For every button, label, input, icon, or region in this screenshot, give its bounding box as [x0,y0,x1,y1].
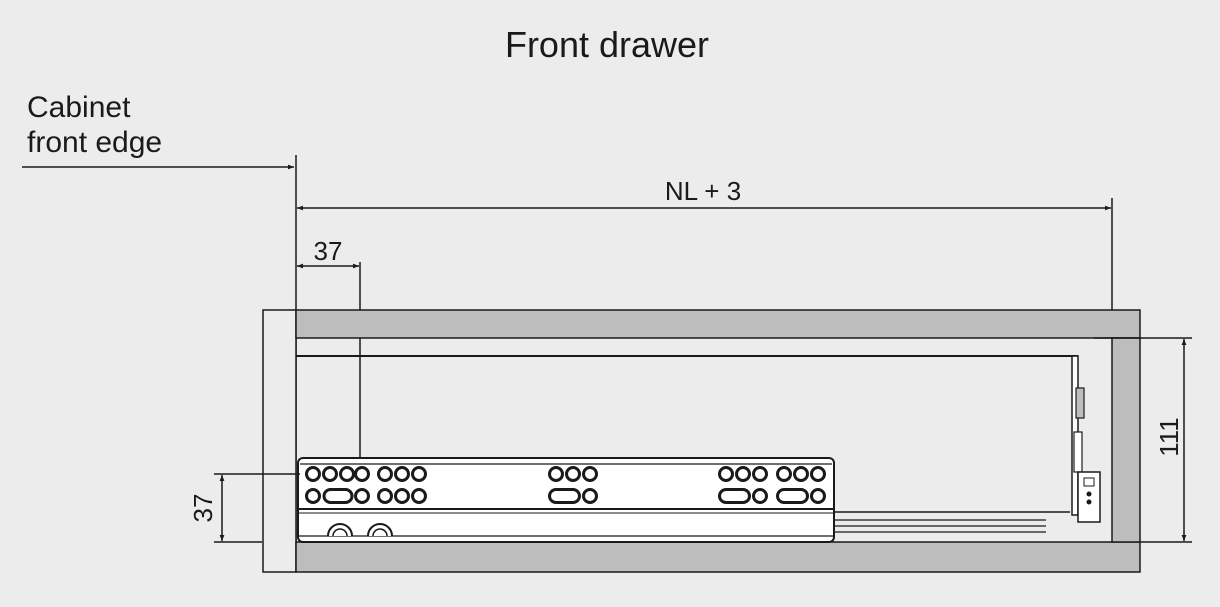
cabinet-front-edge-label-line1: Cabinet [27,91,131,124]
height-label: 111 [1154,417,1184,457]
cabinet-front-edge-label-line2: front edge [27,126,162,159]
cabinet-front-panel [262,309,297,573]
vertical-offset-label: 37 [188,494,218,523]
mounting-holes-group-5 [776,466,826,504]
mounting-holes-group-4 [718,466,768,504]
rear-bracket-tab [1083,477,1095,487]
mounting-holes-front [305,466,370,504]
cabinet-top-panel [295,309,1141,339]
rear-clip-upper [1075,387,1085,419]
runner-roller [367,523,393,537]
rear-bracket-hole [1086,491,1092,497]
mounting-holes-group-3 [548,466,598,504]
cabinet-back-panel [1111,337,1141,543]
rear-clip-middle [1073,431,1083,473]
diagram-title: Front drawer [505,24,709,65]
front-offset-label: 37 [314,236,343,266]
overall-length-label: NL + 3 [665,176,741,206]
cabinet-bottom-panel [295,541,1141,573]
mounting-holes-group-2 [377,466,427,504]
rear-bracket-hole [1086,499,1092,505]
runner-roller [327,523,353,537]
